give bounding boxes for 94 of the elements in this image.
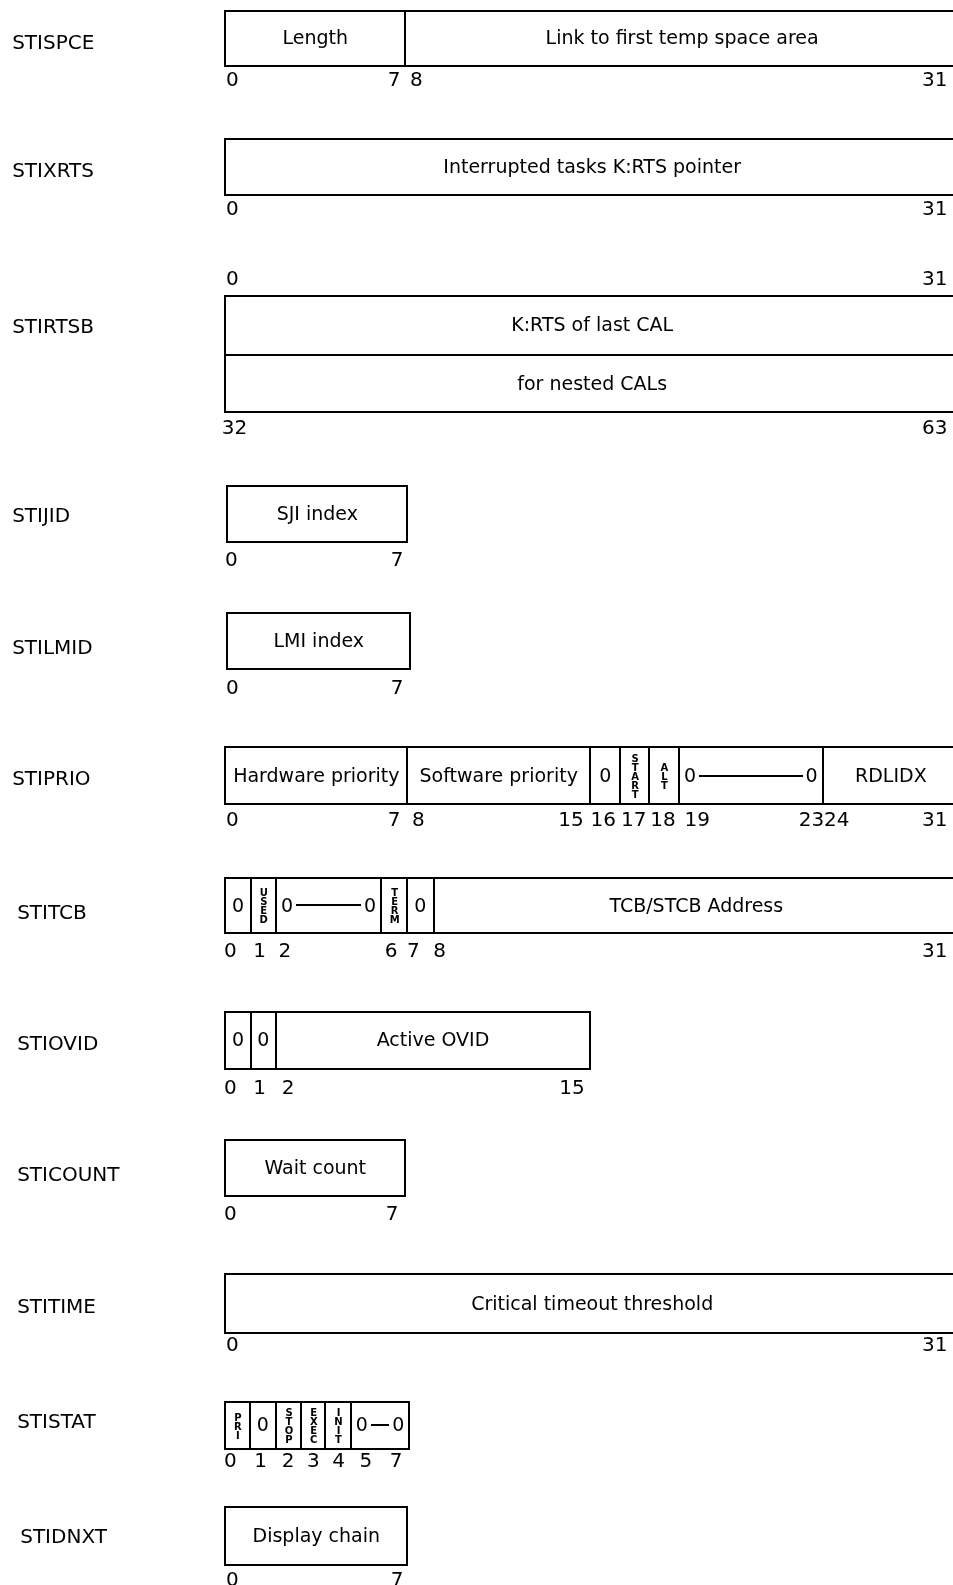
- flag-bit-field: EXEC: [300, 1400, 327, 1451]
- bit-number: 31: [922, 937, 948, 962]
- bit-number: 31: [922, 196, 948, 221]
- field-value: 0: [363, 895, 376, 916]
- bit-field: K:RTS of last CAL: [224, 295, 953, 356]
- bit-number: 0: [226, 1332, 239, 1357]
- bit-number: 7: [406, 937, 420, 962]
- bit-number: 0: [226, 66, 239, 91]
- bit-number: 7: [387, 806, 401, 831]
- register-name: STISPCE: [12, 30, 95, 55]
- bit-number: 32: [221, 415, 248, 440]
- field-value: 0: [805, 765, 818, 786]
- register-name: STILMID: [12, 634, 93, 659]
- bit-number: 0: [226, 675, 239, 700]
- register-name: STIPRIO: [12, 766, 91, 791]
- bit-number: 7: [390, 1566, 404, 1585]
- bit-number: 2: [281, 1448, 295, 1473]
- bit-number: 15: [558, 806, 584, 831]
- bit-number: 0: [226, 806, 239, 831]
- bit-number: 7: [385, 1200, 399, 1225]
- bit-number: 7: [389, 1448, 403, 1473]
- bit-number: 8: [412, 806, 425, 831]
- bit-number: 8: [410, 66, 423, 91]
- bit-number: 1: [253, 937, 267, 962]
- bit-field: for nested CALs: [224, 353, 953, 414]
- bit-number: 24: [824, 806, 850, 831]
- register-name: STIOVID: [17, 1030, 99, 1055]
- bit-number: 63: [922, 415, 948, 440]
- register-name: STIRTSB: [12, 314, 94, 339]
- flag-bit-field: START: [619, 745, 650, 806]
- bit-number: 7: [390, 546, 404, 571]
- bit-number: 17: [620, 806, 647, 831]
- bit-number: 31: [922, 1332, 948, 1357]
- bit-number: 8: [433, 937, 446, 962]
- bit-field: TCB/STCB Address: [432, 877, 953, 934]
- bit-field: LMI index: [226, 612, 412, 670]
- bit-field: 0: [224, 1010, 252, 1071]
- bit-field: RDLIDX: [821, 745, 953, 806]
- bit-number: 16: [590, 806, 617, 831]
- bit-field: Interrupted tasks K:RTS pointer: [224, 138, 953, 196]
- bit-field: [678, 745, 824, 806]
- bit-field: 0: [248, 1400, 277, 1451]
- bit-number: 0: [224, 937, 237, 962]
- bit-field: Display chain: [224, 1505, 409, 1567]
- register-name: STITIME: [17, 1293, 96, 1318]
- bit-number: 6: [384, 937, 398, 962]
- bit-number: 15: [559, 1075, 585, 1100]
- bit-number: 0: [224, 1448, 237, 1473]
- bit-field: 0: [224, 877, 252, 934]
- bit-field: Active OVID: [274, 1010, 592, 1071]
- register-name: STIDNXT: [20, 1524, 107, 1549]
- bit-number: 2: [278, 937, 292, 962]
- register-name: STICOUNT: [17, 1162, 120, 1187]
- bit-number: 4: [332, 1448, 345, 1473]
- bit-field: Link to first temp space area: [404, 10, 953, 67]
- bit-number: 2: [281, 1075, 295, 1100]
- field-value: 0: [392, 1415, 405, 1436]
- bit-number: 7: [390, 675, 404, 700]
- bit-field: Software priority: [406, 745, 592, 806]
- register-name: STIJID: [12, 503, 71, 528]
- bit-number: 31: [922, 66, 948, 91]
- bit-field: SJI index: [226, 485, 409, 543]
- flag-bit-field: INIT: [324, 1400, 352, 1451]
- bit-field: Wait count: [224, 1138, 407, 1197]
- bit-number: 0: [224, 1075, 237, 1100]
- field-value: 0: [280, 895, 293, 916]
- field-value: 0: [684, 765, 697, 786]
- bit-number: 5: [359, 1448, 373, 1473]
- bit-number: 7: [387, 66, 401, 91]
- bit-number: 0: [226, 1566, 239, 1585]
- register-name: STISTAT: [17, 1408, 96, 1433]
- bit-field: [274, 877, 382, 934]
- bit-number: 19: [684, 806, 711, 831]
- bit-number: 1: [254, 1448, 268, 1473]
- bit-field: Hardware priority: [224, 745, 409, 806]
- register-name: STITCB: [17, 899, 87, 924]
- bit-number: 3: [306, 1448, 320, 1473]
- bit-number: 0: [226, 265, 239, 290]
- bit-number: 0: [224, 1200, 237, 1225]
- bit-number: 1: [253, 1075, 267, 1100]
- bit-field: 0: [589, 745, 622, 806]
- flag-bit-field: PRI: [224, 1400, 251, 1451]
- bit-number: 18: [650, 806, 676, 831]
- bit-number: 23: [798, 806, 825, 831]
- bit-field: Critical timeout threshold: [224, 1273, 953, 1334]
- bit-number: 0: [225, 546, 238, 571]
- bit-number: 31: [922, 806, 948, 831]
- bit-number: 31: [922, 265, 948, 290]
- field-value: 0: [355, 1415, 368, 1436]
- bit-field: 0: [406, 877, 435, 934]
- bit-field: Length: [224, 10, 407, 67]
- bit-field: [349, 1400, 411, 1451]
- register-name: STIXRTS: [12, 157, 94, 182]
- bit-number: 0: [226, 196, 239, 221]
